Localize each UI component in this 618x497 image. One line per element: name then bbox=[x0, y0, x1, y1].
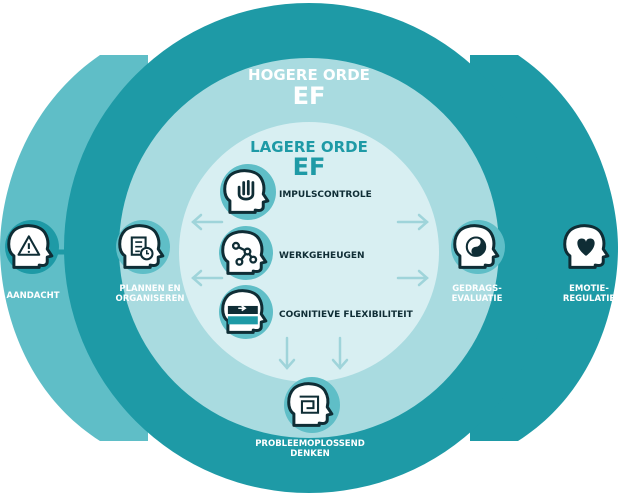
arrow-right-top bbox=[396, 213, 429, 231]
lower-order-ef: EF bbox=[293, 153, 326, 181]
attention-label: AANDACHT bbox=[6, 291, 59, 301]
planning-label-line2: ORGANISEREN bbox=[116, 294, 185, 304]
cognitive-flexibility-node bbox=[219, 285, 273, 339]
planning-label-line1: PLANNEN EN bbox=[119, 284, 180, 294]
cognitive-flexibility-label: COGNITIEVE FLEXIBILITEIT bbox=[279, 310, 414, 320]
emotion-regulation-label-line2: REGULATIE bbox=[563, 294, 616, 304]
yin-yang-head-icon bbox=[453, 224, 500, 269]
arrow-left-bottom bbox=[191, 269, 224, 287]
clipboard-clock-head-icon bbox=[118, 224, 165, 269]
problem-solving-label-line2: DENKEN bbox=[290, 449, 329, 459]
arrow-down-right bbox=[331, 336, 349, 370]
working-memory-node bbox=[219, 226, 273, 280]
arrow-right-bottom bbox=[396, 269, 429, 287]
behavior-evaluation-label-line2: EVALUATIE bbox=[452, 294, 503, 304]
arrow-left-top bbox=[191, 213, 224, 231]
higher-order-title: HOGERE ORDE bbox=[248, 66, 370, 84]
impulse-control-label: IMPULSCONTROLE bbox=[279, 190, 372, 200]
emotion-regulation-node bbox=[561, 220, 615, 274]
lower-order-title: LAGERE ORDE bbox=[250, 138, 368, 156]
heart-hands-head-icon bbox=[563, 224, 610, 269]
behavior-evaluation-label-line1: GEDRAGS- bbox=[452, 284, 502, 294]
working-memory-label: WERKGEHEUGEN bbox=[279, 251, 365, 261]
impulse-control-node bbox=[220, 164, 276, 220]
warning-head-icon bbox=[7, 224, 54, 269]
emotion-regulation-label-line1: EMOTIE- bbox=[569, 284, 609, 294]
behavior-evaluation-node bbox=[451, 220, 505, 274]
hand-stop-head-icon bbox=[223, 169, 270, 214]
emotion-arrow bbox=[524, 239, 569, 265]
maze-head-icon bbox=[287, 382, 334, 427]
problem-solving-node bbox=[284, 377, 340, 433]
problem-solving-label-line1: PROBLEEMOPLOSSEND bbox=[255, 439, 365, 449]
network-head-icon bbox=[221, 230, 268, 275]
planning-node bbox=[116, 220, 170, 274]
arrow-down-left bbox=[278, 336, 296, 370]
higher-order-ef: EF bbox=[293, 82, 326, 110]
switch-arrows-head-icon bbox=[221, 289, 268, 334]
attention-arrow bbox=[53, 239, 96, 265]
attention-node bbox=[5, 220, 59, 274]
